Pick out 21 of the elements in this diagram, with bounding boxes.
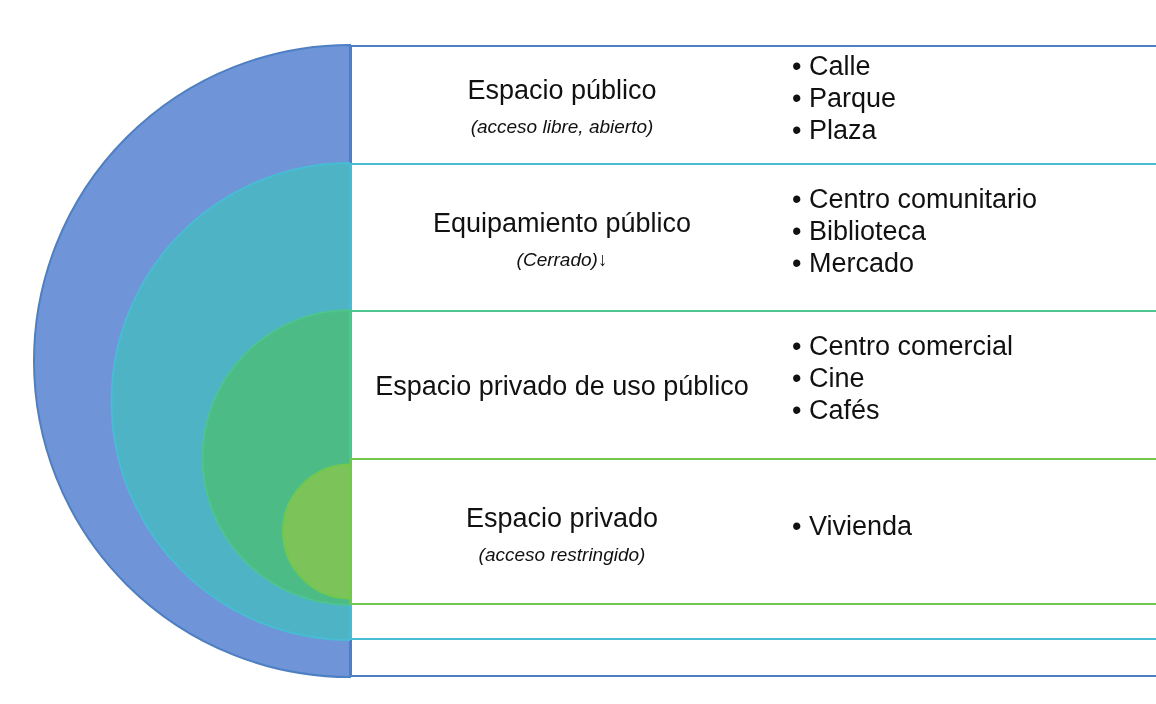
category-box xyxy=(350,45,1156,677)
example-item: • Vivienda xyxy=(792,509,913,542)
category-note: (Cerrado)↓ xyxy=(516,248,608,271)
category-title: Espacio privado de uso público xyxy=(375,370,749,402)
category-box xyxy=(350,458,1156,605)
category-title: Espacio privado xyxy=(465,501,659,534)
category-box xyxy=(350,163,1156,640)
example-item: • Biblioteca xyxy=(792,214,928,247)
category-note: (acceso restringido) xyxy=(478,543,646,566)
example-item: • Mercado xyxy=(792,246,915,279)
example-item: • Cafés xyxy=(792,394,881,426)
example-item: • Parque xyxy=(792,82,897,114)
category-box xyxy=(350,310,1156,605)
example-item: • Plaza xyxy=(792,114,878,146)
example-item: • Centro comunitario xyxy=(792,182,1038,215)
example-item: • Calle xyxy=(792,50,872,82)
example-item: • Centro comercial xyxy=(792,330,1014,362)
example-item: • Cine xyxy=(792,362,866,394)
category-title: Equipamiento público xyxy=(432,206,692,239)
category-title: Espacio público xyxy=(467,74,657,106)
category-note: (acceso libre, abierto) xyxy=(470,116,654,138)
